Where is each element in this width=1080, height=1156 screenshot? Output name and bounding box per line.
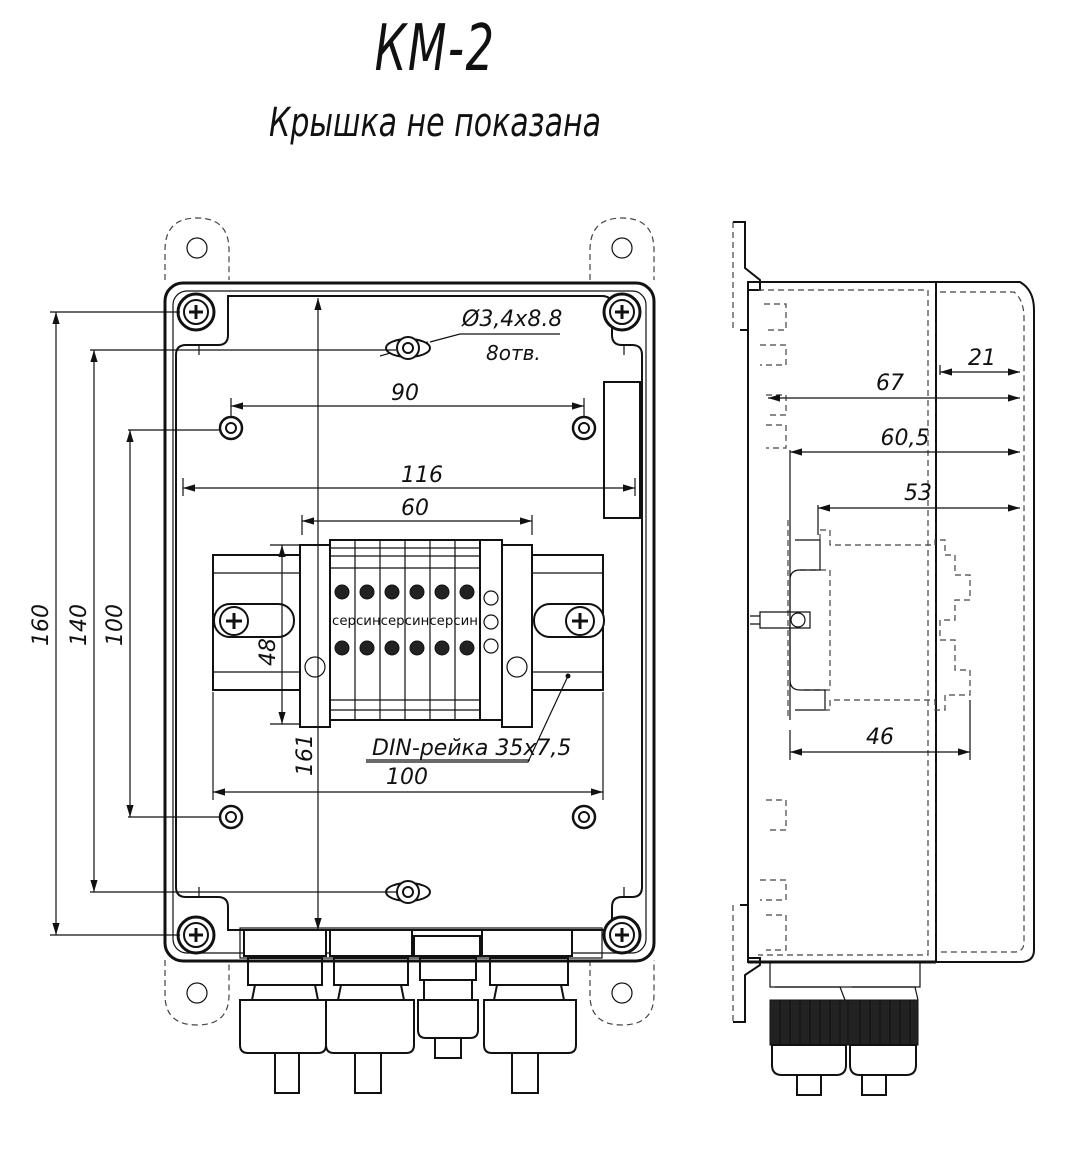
- terminal-screws-top: [334, 584, 475, 600]
- terminal-screws-bottom: [334, 640, 475, 656]
- dim-46: 46: [866, 725, 894, 750]
- dim-53: 53: [904, 481, 932, 506]
- dim-67: 67: [876, 371, 904, 396]
- front-view: серсинсерсинсерсин: [29, 217, 656, 1094]
- drawing-title: КМ-2: [374, 12, 496, 86]
- dim-90: 90: [391, 381, 419, 406]
- cable-glands-front: [239, 927, 603, 1094]
- side-view: 21 67 60,5 53 46: [732, 221, 1035, 1096]
- dim-116: 116: [401, 463, 443, 488]
- hole-count: 8отв.: [486, 341, 541, 365]
- dim-21: 21: [968, 346, 996, 371]
- dim-140: 140: [67, 604, 92, 646]
- dim-60-5: 60,5: [881, 426, 930, 451]
- dim-60: 60: [401, 496, 429, 521]
- hole-note: Ø3,4x8.8: [461, 307, 562, 332]
- dim-160: 160: [29, 604, 54, 646]
- dim-161: 161: [293, 734, 318, 776]
- drawing-subtitle: Крышка не показана: [269, 100, 601, 146]
- din-rail-label: DIN-рейка 35x7,5: [372, 736, 571, 761]
- terminal-marking: серсинсерсинсерсин: [332, 614, 478, 629]
- dim-100-horizontal: 100: [386, 765, 428, 790]
- cable-glands-side: [769, 961, 921, 1096]
- dim-100-vertical: 100: [103, 604, 128, 646]
- dim-48: 48: [256, 638, 281, 666]
